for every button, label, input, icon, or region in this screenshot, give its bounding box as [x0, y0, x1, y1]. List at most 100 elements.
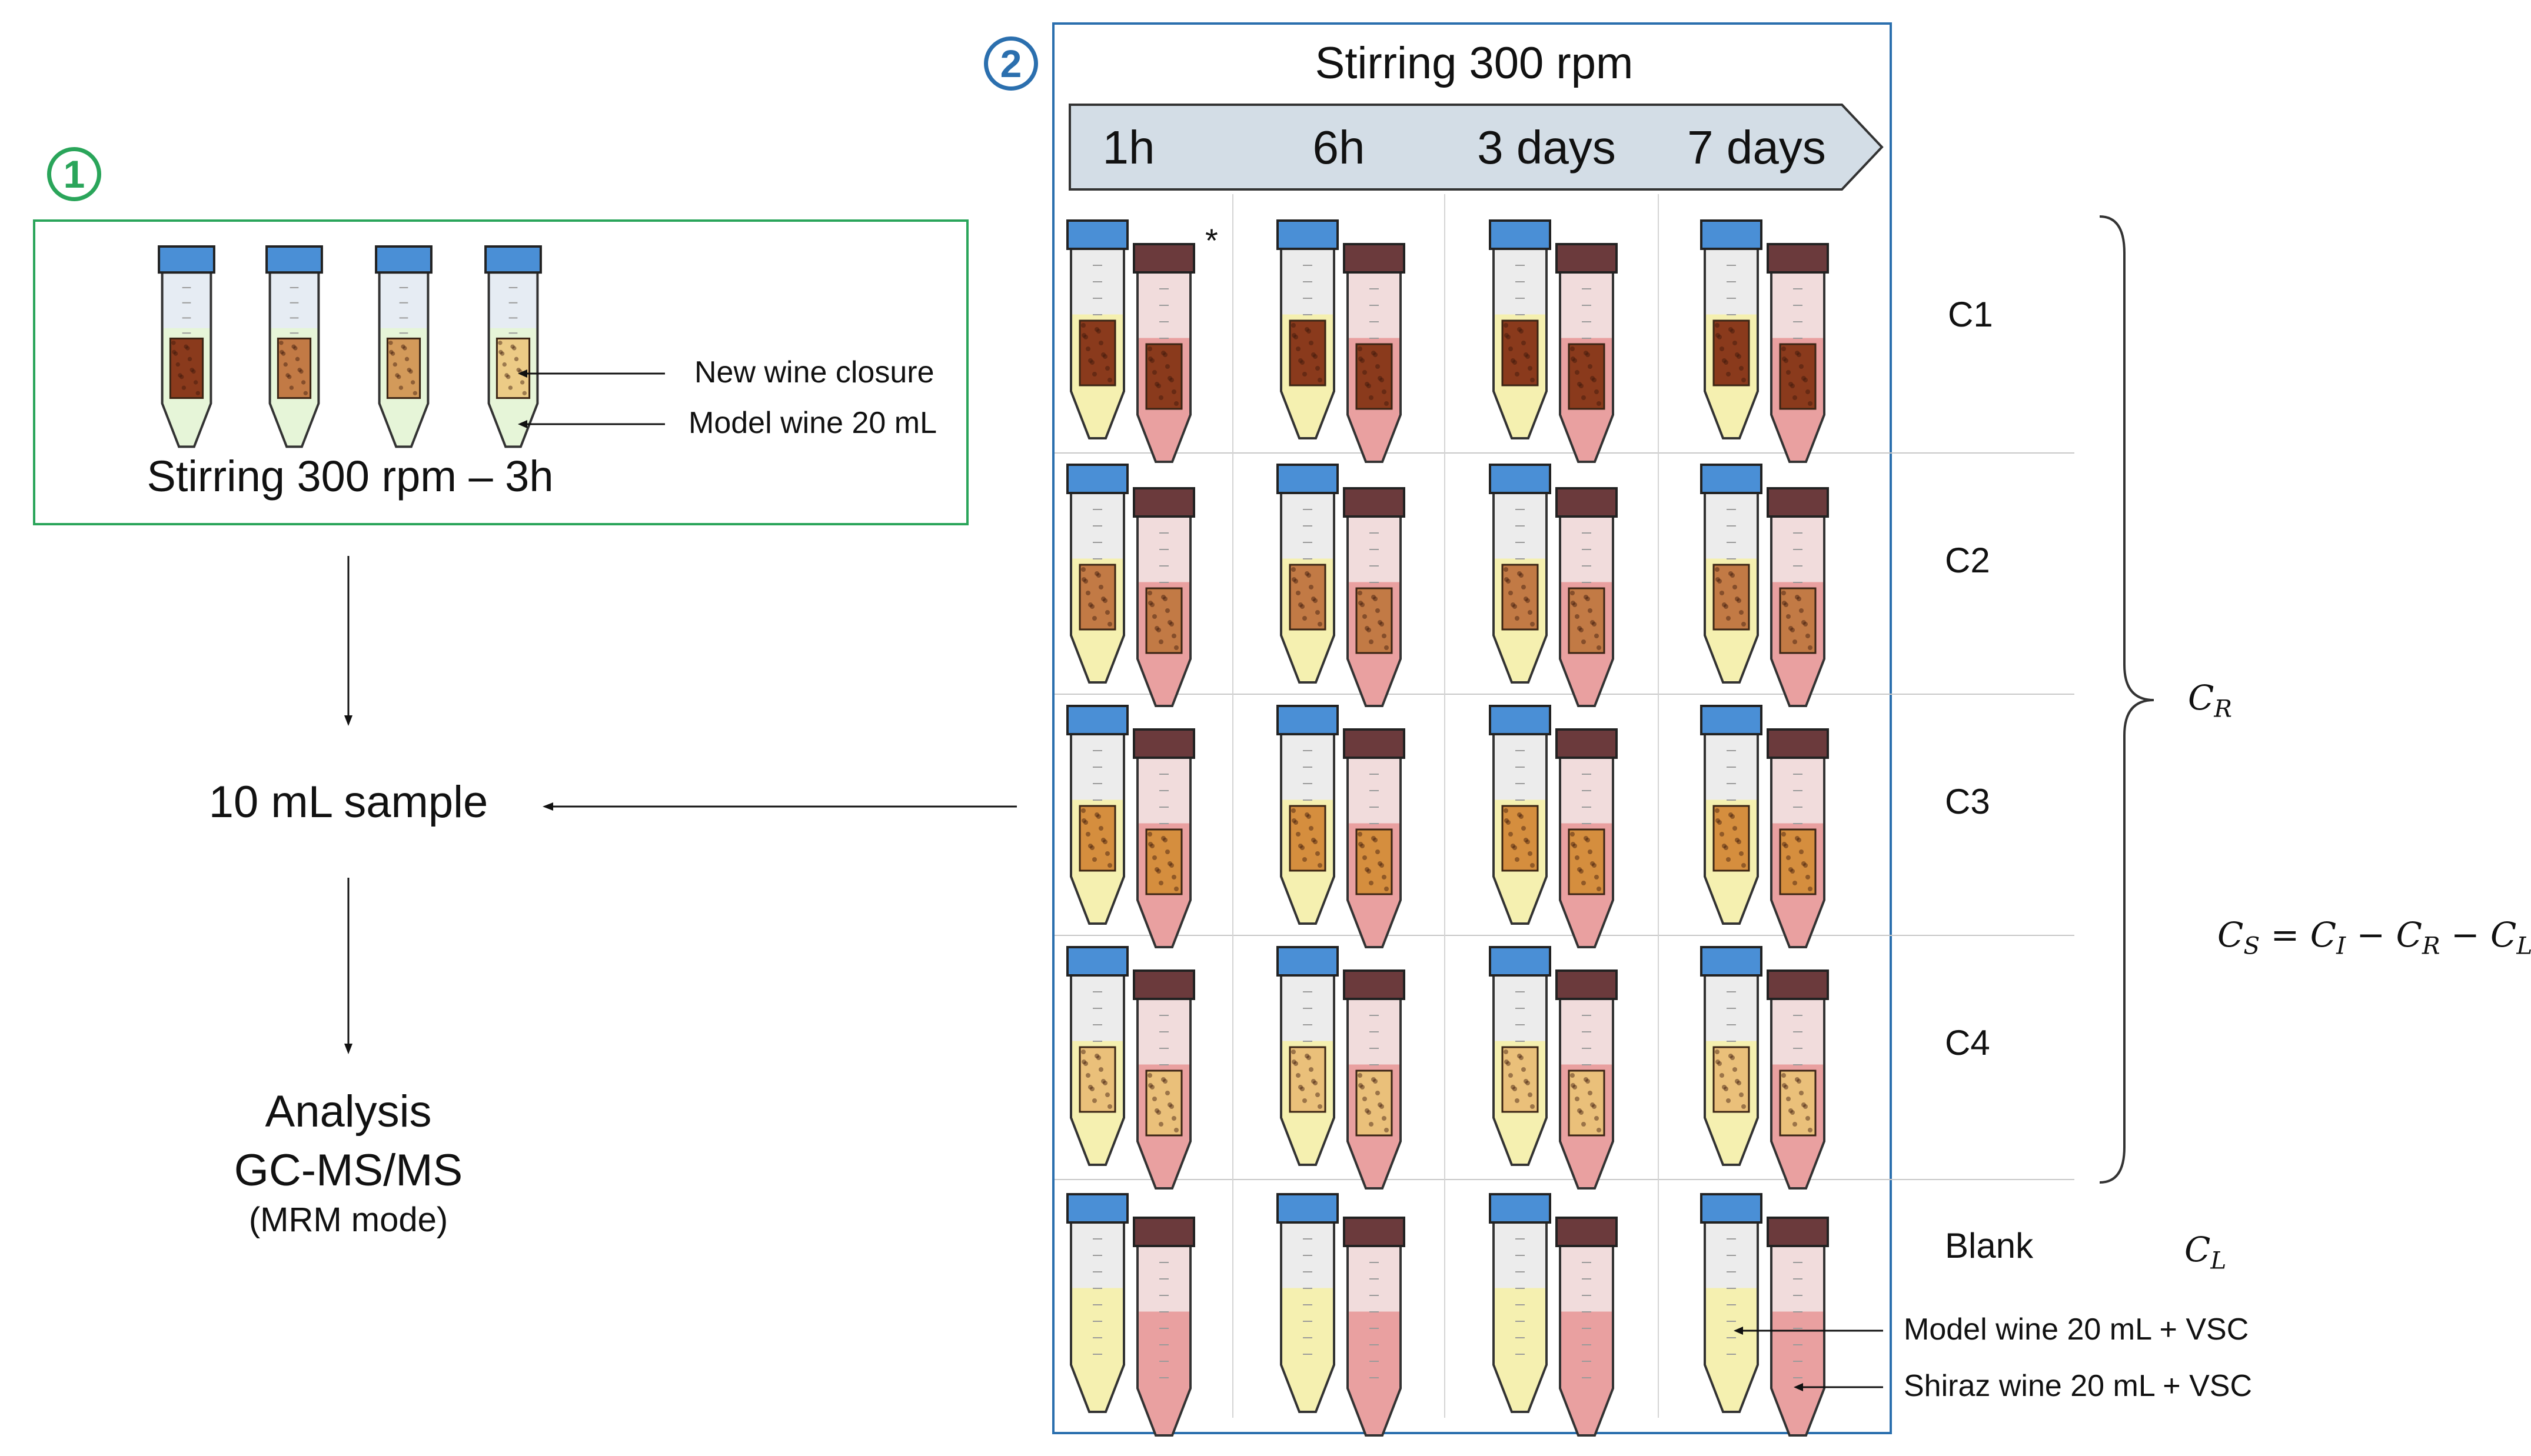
- step-1-tube-4: [484, 245, 542, 448]
- arrow-to-sample-head: [344, 715, 352, 726]
- tube-cap: [1066, 1193, 1129, 1224]
- tube-cap: [1555, 1217, 1618, 1247]
- tube-cap: [1133, 487, 1195, 518]
- tube-liquid: [1771, 1311, 1824, 1435]
- closure-piece: [1568, 587, 1605, 654]
- tube-cap: [1489, 705, 1551, 735]
- step-2-number: 2: [1000, 42, 1022, 85]
- tube-cap: [1767, 728, 1829, 759]
- model-wine-tube: [1700, 946, 1762, 1166]
- closure-piece: [1145, 343, 1183, 410]
- shiraz-wine-tube: [1767, 487, 1829, 707]
- tube-cap: [1133, 728, 1195, 759]
- row-label-blank: Blank: [1945, 1226, 2034, 1265]
- time-label-7-days: 7 days: [1687, 121, 1826, 174]
- row-label-c2: C2: [1945, 541, 1990, 580]
- shiraz-wine-tube: [1555, 969, 1618, 1190]
- tube-cap: [1700, 705, 1762, 735]
- tube-cap: [1276, 464, 1339, 494]
- tube-cap: [1343, 1217, 1405, 1247]
- shiraz-wine-tube: [1555, 728, 1618, 948]
- tube-cap: [1489, 219, 1551, 250]
- tube-liquid: [1560, 1311, 1613, 1435]
- tube-cap: [1700, 946, 1762, 977]
- closure-piece: [1289, 319, 1326, 387]
- shiraz-wine-tube: [1343, 969, 1405, 1190]
- closure-piece: [1779, 343, 1817, 410]
- tube-cap: [1133, 243, 1195, 274]
- shiraz-wine-tube: [1555, 243, 1618, 463]
- closure-piece: [1568, 343, 1605, 410]
- closure-piece: [1501, 1046, 1539, 1113]
- model-wine-tube: [1276, 219, 1339, 439]
- cs-equation: CS = CI − CR − CL: [2217, 915, 2531, 960]
- shiraz-wine-tube: [1343, 243, 1405, 463]
- tube-cap: [265, 245, 323, 274]
- closure-piece: [495, 337, 531, 399]
- closure-piece: [1145, 1069, 1183, 1137]
- shiraz-wine-tube: [1133, 969, 1195, 1190]
- sample-label: 10 mL sample: [208, 777, 488, 827]
- shiraz-wine-tube: [1133, 728, 1195, 948]
- step-1-tubes: [158, 245, 665, 448]
- time-arrow: [1069, 104, 1884, 191]
- closure-piece: [1501, 805, 1539, 872]
- time-label-1h: 1h: [1102, 121, 1155, 174]
- model-vsc-annotation: Model wine 20 mL + VSC: [1904, 1312, 2249, 1347]
- shiraz-wine-tube: [1343, 728, 1405, 948]
- model-wine-tube: [1700, 705, 1762, 925]
- tube-liquid: [1138, 1311, 1190, 1435]
- step-2-box: [1052, 22, 1892, 1434]
- closure-piece: [1779, 828, 1817, 895]
- tube-cap: [1700, 464, 1762, 494]
- tube-cap: [1066, 464, 1129, 494]
- tube-cap: [158, 245, 215, 274]
- shiraz-vsc-annotation: Shiraz wine 20 mL + VSC: [1904, 1369, 2253, 1403]
- model-vsc-pointer-head: [1734, 1327, 1743, 1335]
- time-label-3-days: 3 days: [1477, 121, 1616, 174]
- model-wine-tube: [1489, 464, 1551, 684]
- tube-cap: [1489, 1193, 1551, 1224]
- closure-piece: [1568, 828, 1605, 895]
- cl-symbol: CL: [2184, 1230, 2227, 1275]
- step-1-number: 1: [63, 152, 85, 196]
- arrow-from-step-2-head: [543, 802, 553, 811]
- row-label-c4: C4: [1945, 1023, 1990, 1062]
- step-1-box: New wine closure Model wine 20 mL Stirri…: [33, 219, 969, 525]
- model-wine-tube: [1700, 219, 1762, 439]
- method-label: GC-MS/MS: [234, 1145, 463, 1195]
- cr-brace: [2099, 215, 2154, 1184]
- tube-liquid: [1071, 1288, 1124, 1412]
- closure-piece: [1355, 828, 1393, 895]
- closure-piece: [1501, 564, 1539, 631]
- model-wine-tube: [1066, 946, 1129, 1166]
- tube-cap: [1133, 1217, 1195, 1247]
- closure-pointer-arrowhead: [518, 369, 527, 378]
- closure-piece: [1355, 343, 1393, 410]
- closure-piece: [1079, 319, 1116, 387]
- row-label-c1: C1: [1948, 295, 1993, 334]
- shiraz-wine-tube: [1133, 243, 1195, 463]
- model-wine-tube: [1276, 464, 1339, 684]
- shiraz-control-asterisk: *: [1205, 222, 1218, 259]
- tube-cap: [1489, 464, 1551, 494]
- closure-piece: [1712, 564, 1750, 631]
- tube-cap: [1066, 946, 1129, 977]
- closure-piece: [1779, 587, 1817, 654]
- model-wine-tube: [1489, 219, 1551, 439]
- tube-cap: [1343, 969, 1405, 1000]
- cr-symbol: CR: [2188, 678, 2232, 723]
- row-label-c3: C3: [1945, 782, 1990, 821]
- tube-cap: [1343, 728, 1405, 759]
- tube-cap: [1276, 946, 1339, 977]
- shiraz-wine-tube: [1133, 487, 1195, 707]
- model-wine-tube: [1066, 219, 1129, 439]
- model-wine-tube: [1489, 1193, 1551, 1413]
- tube-cap: [1343, 487, 1405, 518]
- tube-cap: [1555, 969, 1618, 1000]
- closure-piece: [169, 337, 204, 399]
- step-1-tube-1: [158, 245, 215, 448]
- flow-arrows: [344, 556, 1017, 1054]
- tube-cap: [1276, 705, 1339, 735]
